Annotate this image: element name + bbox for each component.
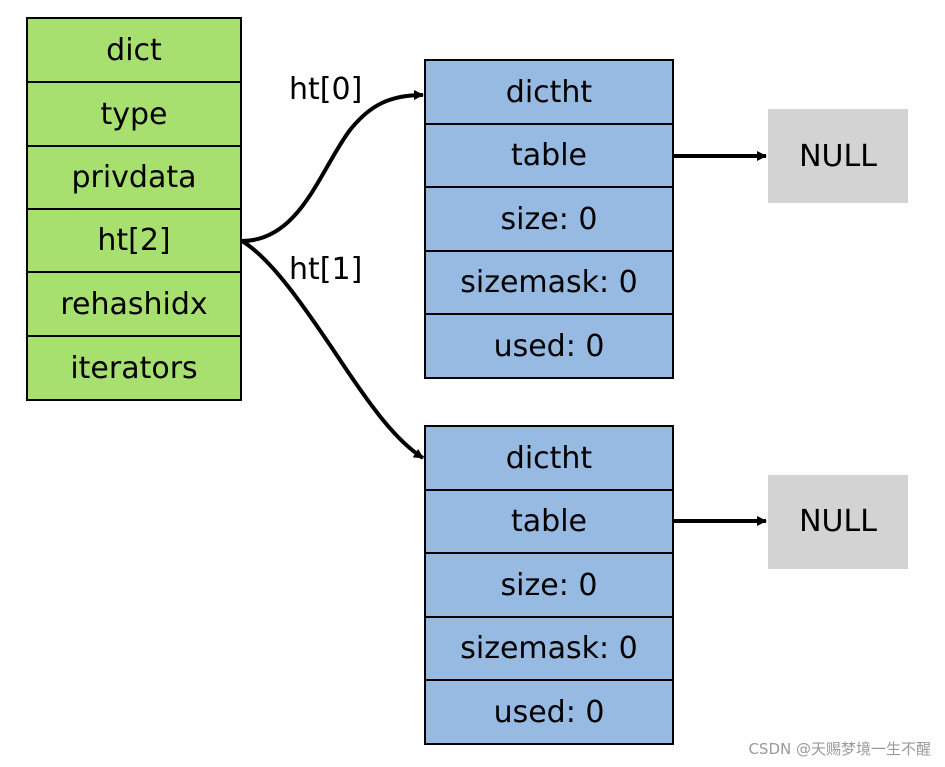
- dictht-0-row-label: table: [511, 138, 587, 173]
- edge-ht1-label: ht[1]: [289, 252, 362, 287]
- dict-row-privdata: [26, 145, 242, 210]
- dict-struct: dict type privdata ht[2] rehashidx itera…: [26, 17, 242, 401]
- watermark: CSDN @天赐梦境一生不醒: [748, 740, 931, 758]
- dictht-0-row-label: used: 0: [494, 329, 605, 364]
- null-box-1: NULL: [768, 475, 908, 569]
- dictht-1-row-size: [424, 552, 674, 618]
- dict-row-type: [26, 81, 242, 147]
- edge-ht0-arrow: [241, 90, 424, 243]
- dictht-0-row-table: [424, 123, 674, 188]
- dictht-1-row-title: [424, 425, 674, 491]
- dict-row-ht: [26, 208, 242, 273]
- dictht-1-row-label: table: [511, 504, 587, 539]
- dict-row-label: ht[2]: [97, 223, 170, 258]
- dictht-0-struct: dictht table size: 0 sizemask: 0 used: 0: [424, 59, 674, 379]
- null-box-1-label: NULL: [799, 504, 877, 539]
- dictht-1-row-label: size: 0: [501, 568, 598, 603]
- dictht-0-row-label: dictht: [506, 75, 593, 110]
- dictht-1-row-used: [424, 679, 674, 745]
- dict-row-iterators: [26, 335, 242, 401]
- edge-ht1-arrow: [240, 239, 425, 460]
- dictht-1-struct: dictht table size: 0 sizemask: 0 used: 0: [424, 425, 674, 745]
- dictht-0-row-sizemask: [424, 250, 674, 315]
- dictht-0-row-label: size: 0: [501, 202, 598, 237]
- dict-row-label: rehashidx: [60, 287, 207, 322]
- null-box-0-label: NULL: [799, 139, 877, 174]
- dict-row-dict: [26, 17, 242, 83]
- dictht-0-row-label: sizemask: 0: [460, 265, 638, 300]
- dictht-1-row-label: dictht: [506, 441, 593, 476]
- dictht-0-row-used: [424, 313, 674, 379]
- dictht-1-row-label: used: 0: [494, 695, 605, 730]
- dictht-1-row-label: sizemask: 0: [460, 631, 638, 666]
- dict-row-label: type: [100, 97, 167, 132]
- dict-row-label: dict: [106, 33, 162, 68]
- dict-row-label: iterators: [70, 351, 197, 386]
- edge-ht0-label: ht[0]: [289, 72, 362, 107]
- null-box-0: NULL: [768, 109, 908, 203]
- dict-row-label: privdata: [71, 160, 196, 195]
- null-box-1-rect: [768, 475, 908, 569]
- null-box-0-rect: [768, 109, 908, 203]
